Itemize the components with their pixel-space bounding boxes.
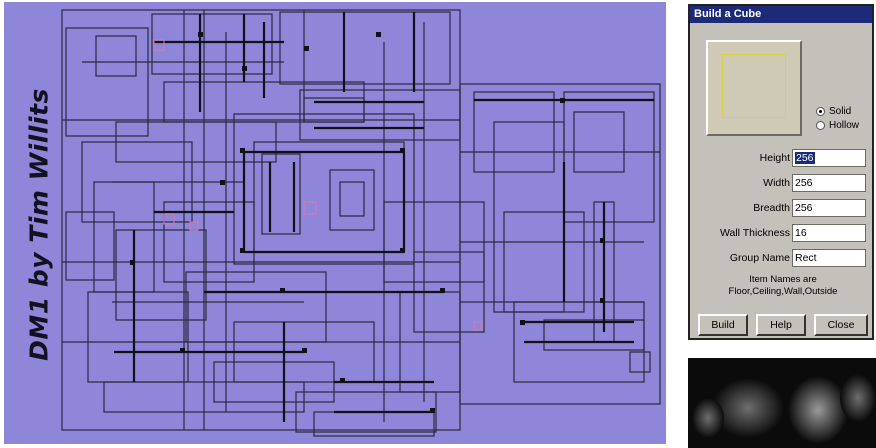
- map-wireframe: [61, 9, 661, 437]
- hollow-radio[interactable]: Hollow: [816, 120, 859, 131]
- solid-radio[interactable]: Solid: [816, 106, 851, 117]
- wall-thickness-row: Wall Thickness 16: [690, 224, 876, 244]
- height-input[interactable]: 256: [792, 149, 866, 167]
- map-view[interactable]: DM1 by Tim Willits: [4, 2, 666, 444]
- right-column: Build a Cube Solid Hollow Height 256 Wid…: [688, 0, 876, 448]
- item-names-line2: Floor,Ceiling,Wall,Outside: [728, 286, 838, 297]
- dark-scene-graphic: [692, 374, 876, 444]
- solid-label: Solid: [829, 106, 852, 117]
- hollow-radio-icon[interactable]: [816, 121, 825, 130]
- height-row: Height 256: [690, 149, 876, 169]
- close-button[interactable]: Close: [814, 314, 868, 336]
- group-name-input[interactable]: Rect: [792, 249, 866, 267]
- build-cube-dialog: Build a Cube Solid Hollow Height 256 Wid…: [688, 4, 874, 340]
- build-button[interactable]: Build: [698, 314, 748, 336]
- dialog-title[interactable]: Build a Cube: [690, 6, 872, 23]
- width-input[interactable]: 256: [792, 174, 866, 192]
- height-value: 256: [795, 152, 815, 164]
- solid-radio-icon[interactable]: [816, 107, 825, 116]
- width-label: Width: [763, 177, 790, 189]
- breadth-label: Breadth: [753, 202, 790, 214]
- group-name-row: Group Name Rect: [690, 249, 876, 269]
- help-button[interactable]: Help: [756, 314, 806, 336]
- height-label: Height: [759, 152, 790, 164]
- cube-preview: [706, 40, 802, 136]
- map-title: DM1 by Tim Willits: [24, 88, 54, 361]
- wall-thickness-label: Wall Thickness: [719, 227, 790, 239]
- hollow-label: Hollow: [829, 120, 860, 131]
- group-name-label: Group Name: [729, 252, 790, 264]
- game-screenshot-image: [688, 358, 876, 448]
- width-row: Width 256: [690, 174, 876, 194]
- breadth-input[interactable]: 256: [792, 199, 866, 217]
- breadth-row: Breadth 256: [690, 199, 876, 219]
- cube-outline: [722, 54, 786, 118]
- item-names-note: Item Names are Floor,Ceiling,Wall,Outsid…: [690, 274, 876, 298]
- item-names-line1: Item Names are: [749, 274, 817, 285]
- wall-thickness-input[interactable]: 16: [792, 224, 866, 242]
